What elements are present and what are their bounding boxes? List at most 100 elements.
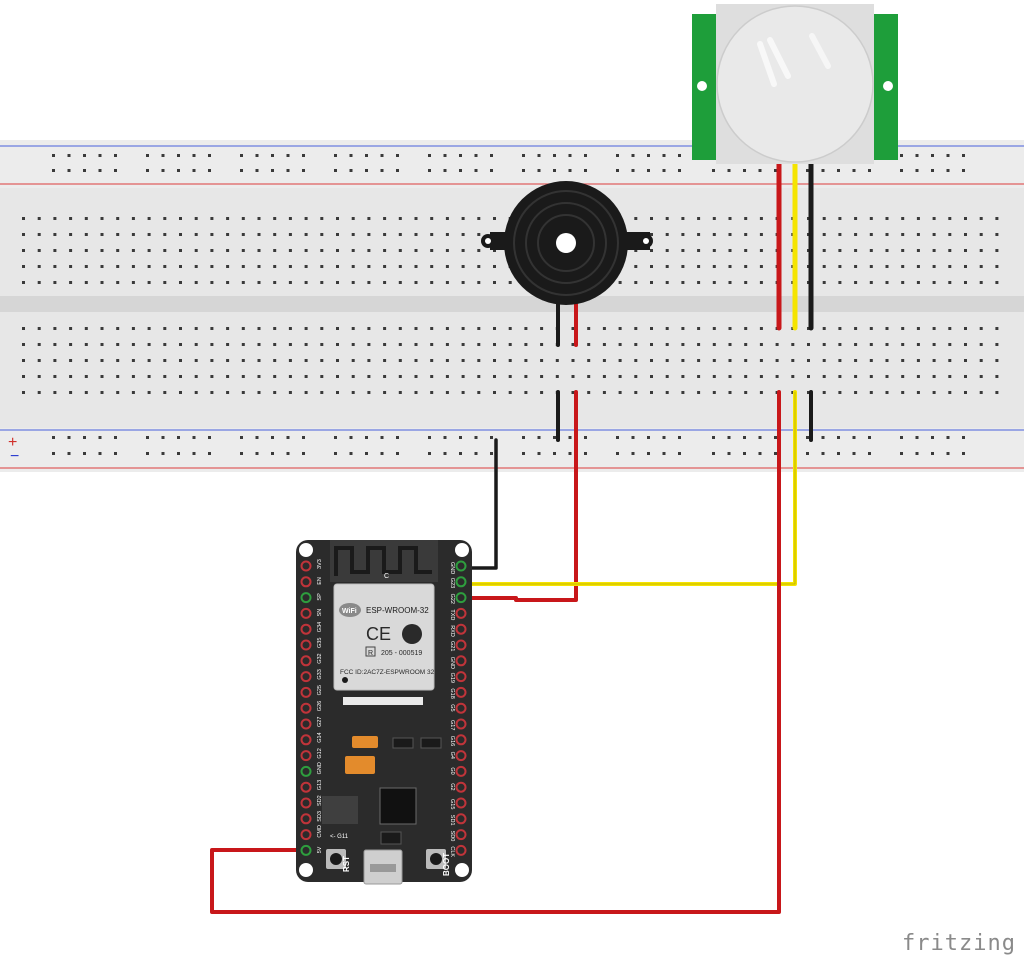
hole	[916, 327, 920, 330]
hole	[964, 375, 967, 378]
hole	[351, 233, 355, 236]
hole	[885, 233, 889, 236]
hole	[681, 343, 685, 346]
hole	[728, 217, 732, 220]
hole	[681, 217, 685, 220]
left-pin-label: SD3	[317, 811, 323, 822]
hole	[540, 359, 544, 362]
hole	[226, 359, 230, 362]
hole	[869, 249, 873, 252]
hole	[524, 391, 528, 394]
hole	[367, 281, 371, 284]
hole	[100, 327, 104, 330]
hole	[744, 249, 748, 252]
right-pin	[455, 702, 467, 714]
right-pin	[455, 813, 467, 825]
hole	[336, 327, 339, 330]
hole	[901, 265, 905, 268]
hole	[304, 217, 308, 220]
hole	[744, 217, 748, 220]
hole	[53, 343, 57, 346]
hole	[807, 391, 810, 394]
hole	[744, 281, 748, 284]
hole	[647, 154, 650, 157]
hole	[365, 154, 368, 157]
hole	[52, 154, 55, 157]
hole	[634, 375, 638, 378]
hole	[743, 169, 746, 172]
hole	[744, 375, 748, 378]
hole	[962, 452, 965, 455]
hole	[398, 327, 402, 330]
hole	[587, 391, 591, 394]
hole	[662, 169, 666, 172]
hole	[161, 169, 165, 172]
right-pin	[455, 734, 467, 746]
hole	[791, 375, 795, 378]
hole	[179, 249, 182, 252]
hole	[208, 436, 211, 439]
hole	[131, 343, 135, 346]
hole	[273, 359, 277, 362]
hole	[553, 452, 556, 455]
hole	[681, 249, 685, 252]
hole	[443, 154, 447, 157]
hole	[288, 375, 292, 378]
hole	[662, 436, 666, 439]
hole	[838, 249, 842, 252]
hole	[67, 169, 71, 172]
hole	[584, 436, 587, 439]
hole	[854, 343, 858, 346]
hole	[885, 217, 889, 220]
hole	[210, 233, 214, 236]
hole	[493, 359, 496, 362]
hole	[477, 217, 481, 220]
hole	[964, 281, 967, 284]
hole	[807, 327, 810, 330]
hole	[53, 327, 57, 330]
hole	[69, 327, 73, 330]
left-pin-label: G34	[317, 622, 323, 632]
hole	[962, 169, 965, 172]
hole	[302, 169, 305, 172]
hole	[37, 281, 41, 284]
hole	[367, 217, 371, 220]
hole	[822, 391, 826, 394]
hole	[948, 327, 952, 330]
hole	[744, 265, 748, 268]
hole	[396, 154, 399, 157]
hole	[647, 169, 650, 172]
hole	[177, 452, 180, 455]
hole	[161, 154, 165, 157]
hole	[428, 452, 431, 455]
hole	[210, 249, 214, 252]
hole	[522, 436, 525, 439]
hole	[522, 452, 525, 455]
hole	[461, 343, 465, 346]
hole	[821, 436, 825, 439]
hole	[179, 233, 182, 236]
hole	[53, 217, 57, 220]
hole	[69, 217, 73, 220]
hole	[459, 154, 462, 157]
right-pin-label: G21	[449, 641, 455, 651]
hole	[398, 233, 402, 236]
hole	[194, 217, 198, 220]
hole	[712, 327, 716, 330]
hole	[163, 217, 167, 220]
hole	[712, 265, 716, 268]
hole	[414, 281, 418, 284]
hole	[163, 281, 167, 284]
left-pin	[300, 797, 312, 809]
hole	[665, 375, 669, 378]
hole	[146, 169, 149, 172]
hole	[84, 281, 88, 284]
hole	[53, 391, 57, 394]
hole	[349, 452, 353, 455]
hole	[116, 249, 120, 252]
hole	[84, 327, 88, 330]
hole	[634, 281, 638, 284]
hole	[743, 436, 746, 439]
hole	[900, 169, 903, 172]
hole	[367, 249, 371, 252]
